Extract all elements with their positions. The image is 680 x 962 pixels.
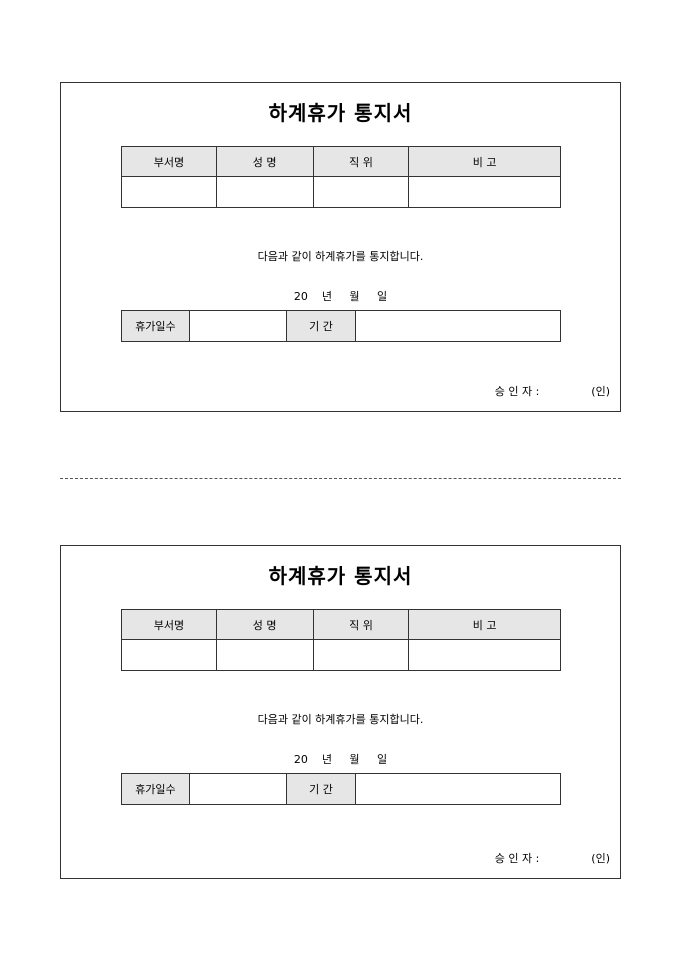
vacation-notice-form: 하계휴가 통지서 부서명 성 명 직 위 비 고 다음과 같이 하계휴가를 통지… [60, 545, 621, 879]
approver-line: 승 인 자 : (인) [495, 850, 610, 866]
header-name: 성 명 [215, 609, 314, 640]
leave-days-cell[interactable] [188, 310, 287, 342]
period-label: 기 간 [285, 773, 357, 805]
form-title: 하계휴가 통지서 [268, 101, 413, 125]
table-header-row: 부서명 성 명 직 위 비 고 [121, 146, 561, 177]
remarks-cell[interactable] [408, 639, 561, 671]
header-position: 직 위 [312, 146, 410, 177]
remarks-cell[interactable] [408, 176, 561, 208]
department-cell[interactable] [121, 639, 217, 671]
name-cell[interactable] [215, 639, 314, 671]
header-remarks: 비 고 [408, 146, 561, 177]
vacation-notice-form: 하계휴가 통지서 부서명 성 명 직 위 비 고 다음과 같이 하계휴가를 통지… [60, 82, 621, 412]
leave-days-cell[interactable] [188, 773, 287, 805]
form-title: 하계휴가 통지서 [268, 564, 413, 588]
approver-label: 승 인 자 : [494, 852, 540, 865]
cut-line-divider [60, 478, 621, 479]
header-department: 부서명 [121, 146, 217, 177]
header-remarks: 비 고 [408, 609, 561, 640]
date-line: 20 년 월 일 [293, 290, 388, 303]
employee-info-table: 부서명 성 명 직 위 비 고 [121, 146, 561, 208]
leave-details-table: 휴가일수 기 간 [121, 310, 561, 342]
notice-statement: 다음과 같이 하계휴가를 통지합니다. [257, 250, 424, 263]
period-cell[interactable] [355, 773, 561, 805]
notice-statement: 다음과 같이 하계휴가를 통지합니다. [257, 713, 424, 726]
table-row: 휴가일수 기 간 [121, 773, 561, 805]
header-name: 성 명 [215, 146, 314, 177]
leave-days-label: 휴가일수 [121, 773, 190, 805]
date-line: 20 년 월 일 [293, 753, 388, 766]
table-row [121, 639, 561, 671]
approver-line: 승 인 자 : (인) [495, 383, 610, 399]
position-cell[interactable] [312, 639, 410, 671]
department-cell[interactable] [121, 176, 217, 208]
table-row [121, 176, 561, 208]
header-department: 부서명 [121, 609, 217, 640]
name-cell[interactable] [215, 176, 314, 208]
position-cell[interactable] [312, 176, 410, 208]
approver-label: 승 인 자 : [494, 385, 540, 398]
table-header-row: 부서명 성 명 직 위 비 고 [121, 609, 561, 640]
seal-label: (인) [591, 385, 610, 398]
leave-days-label: 휴가일수 [121, 310, 190, 342]
header-position: 직 위 [312, 609, 410, 640]
leave-details-table: 휴가일수 기 간 [121, 773, 561, 805]
period-label: 기 간 [285, 310, 357, 342]
table-row: 휴가일수 기 간 [121, 310, 561, 342]
seal-label: (인) [591, 852, 610, 865]
period-cell[interactable] [355, 310, 561, 342]
employee-info-table: 부서명 성 명 직 위 비 고 [121, 609, 561, 671]
